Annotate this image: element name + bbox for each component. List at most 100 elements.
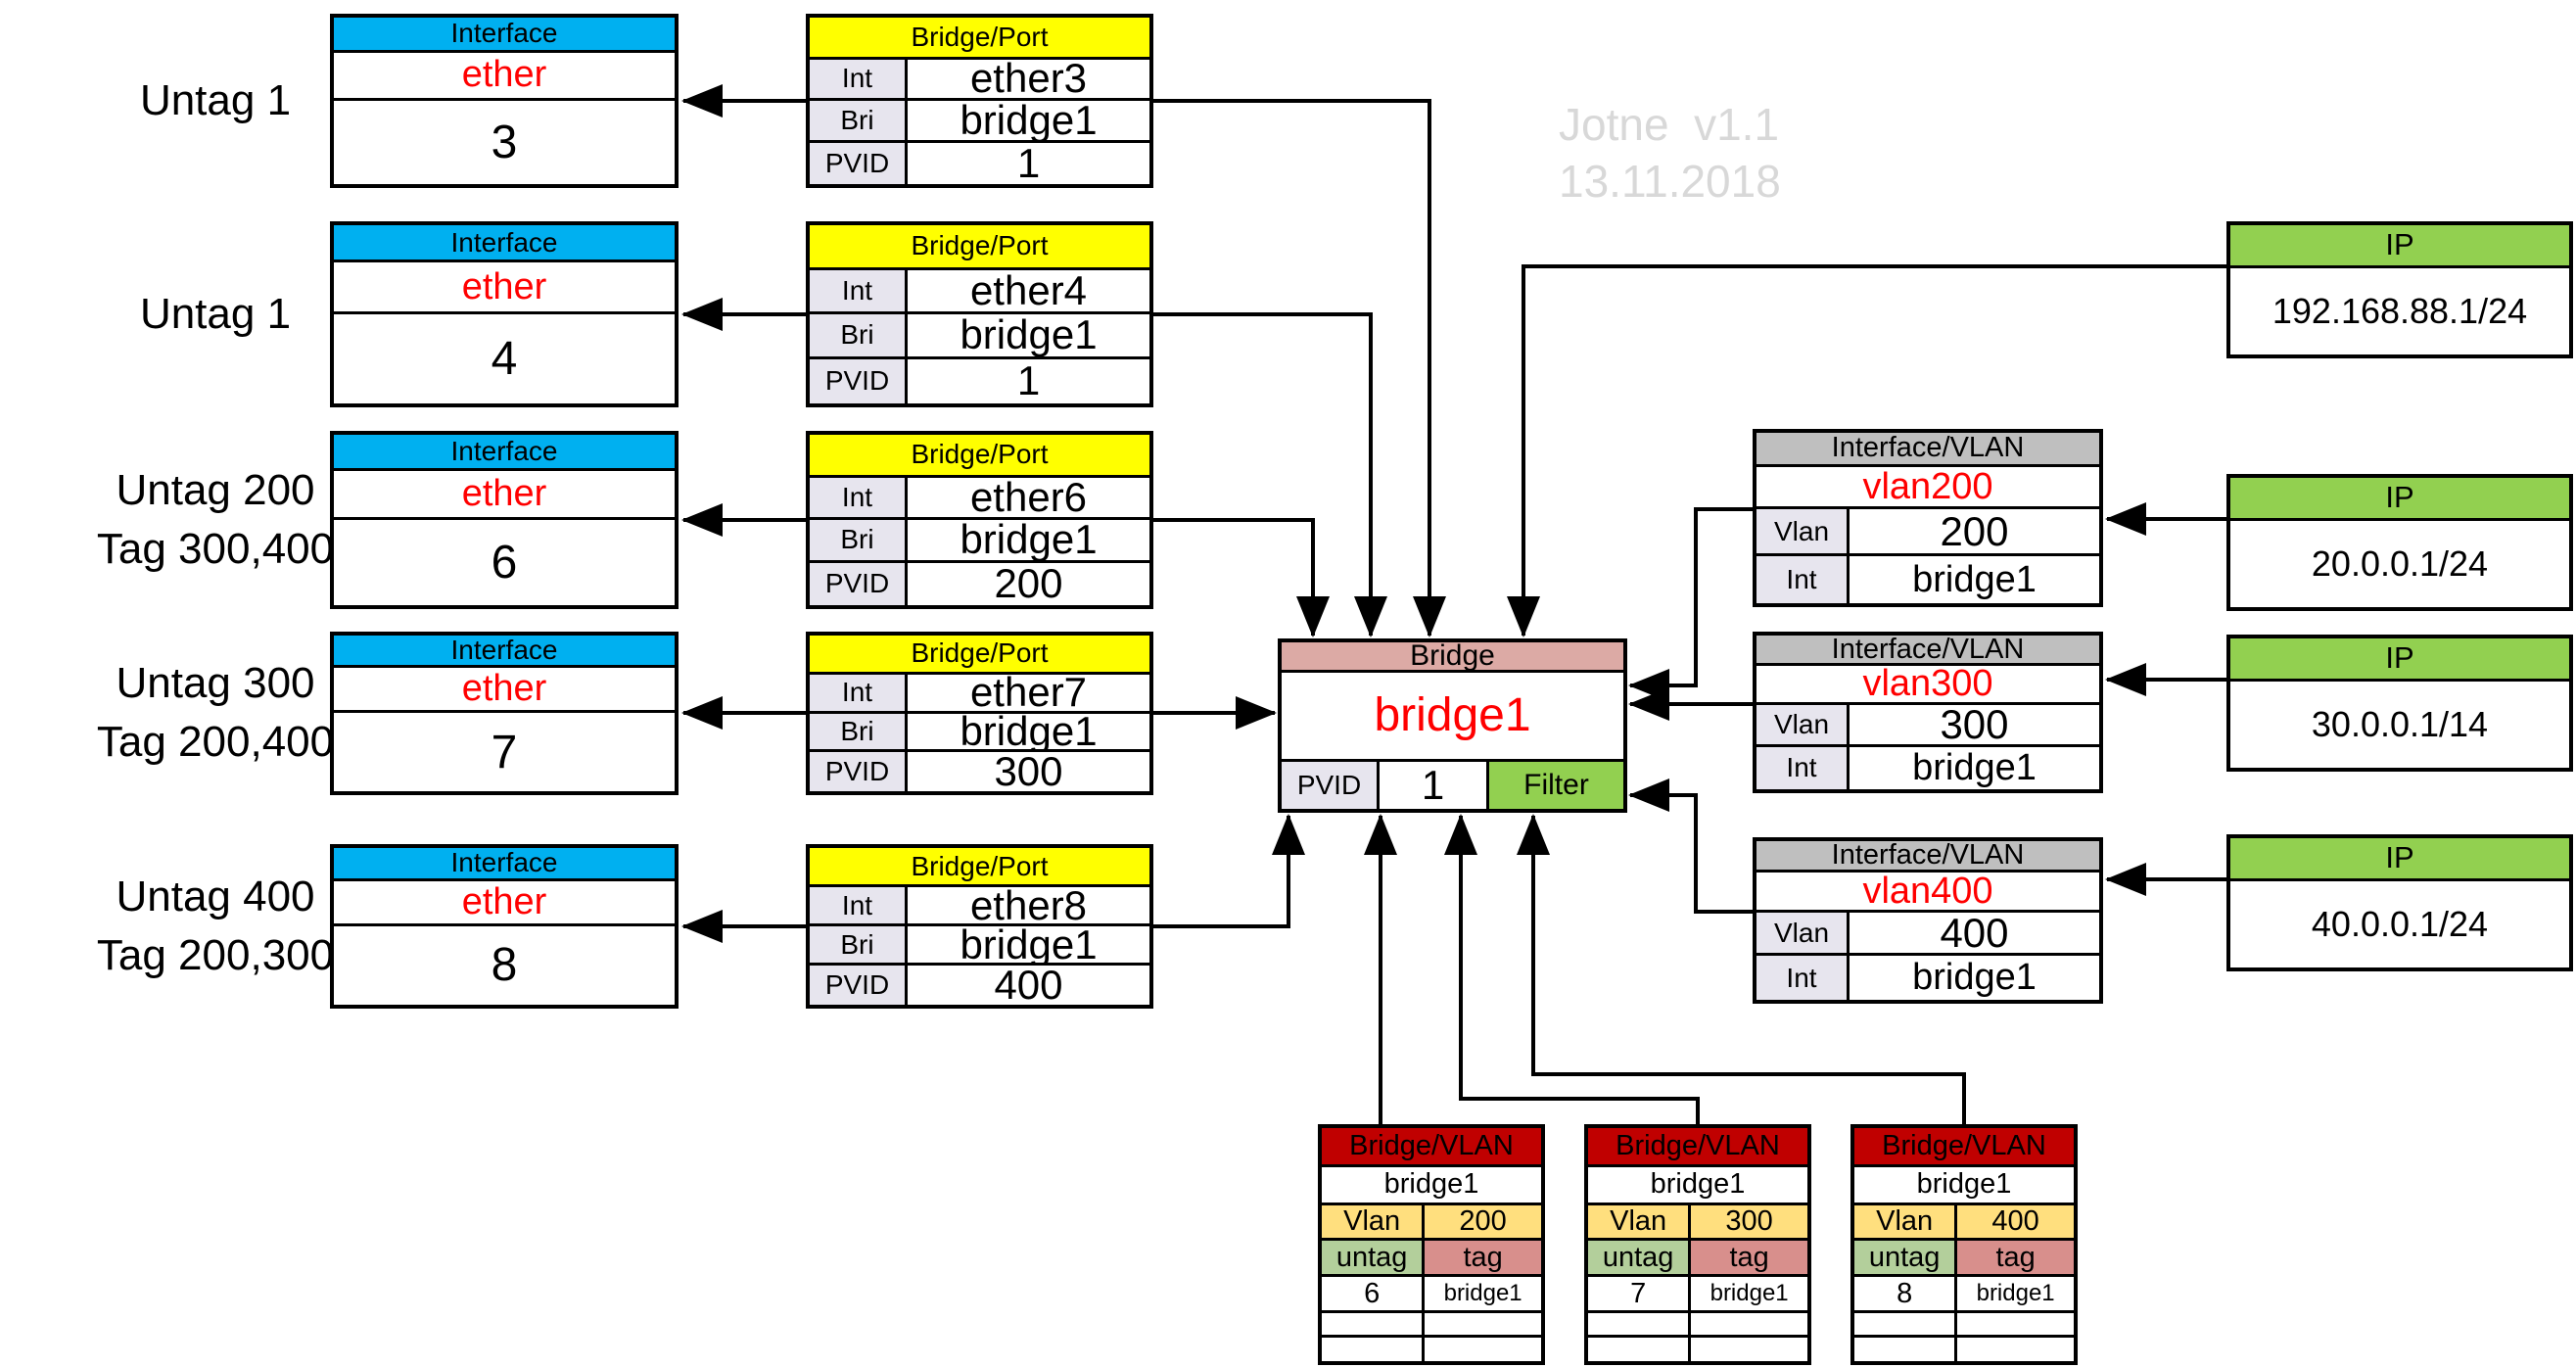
watermark-line1: Jotne v1.1 bbox=[1559, 99, 1780, 150]
vlan-int-label: Int bbox=[1756, 956, 1850, 1000]
interface-table-ether7: Interface ether 7 bbox=[330, 632, 679, 795]
bp-bri-label: Bri bbox=[810, 101, 908, 143]
ip-table-30-0-0-1: IP 30.0.0.1/14 bbox=[2226, 635, 2573, 772]
bp-pvid-value: 300 bbox=[994, 752, 1063, 791]
row-label-line: Tag 200,300 bbox=[96, 931, 335, 979]
bridge-name: bridge1 bbox=[1282, 673, 1623, 762]
bridge-vlan-bridge: bridge1 bbox=[1588, 1167, 1807, 1205]
interface-vlan-table-vlan200: Interface/VLAN vlan200 Vlan 200 Int brid… bbox=[1753, 429, 2103, 607]
bridge-table: Bridge bridge1 PVID 1 Filter bbox=[1278, 638, 1627, 813]
bv-untag-label: untag bbox=[1588, 1241, 1692, 1278]
bv-empty-cell bbox=[1854, 1313, 1958, 1338]
bv-untag-value: 8 bbox=[1854, 1277, 1958, 1314]
ip-address: 20.0.0.1/24 bbox=[2311, 542, 2489, 584]
ip-header: IP bbox=[2230, 478, 2569, 521]
connector-ether4-to-bridge-top bbox=[1153, 312, 1387, 637]
connector-ip1-to-bridge-top bbox=[1507, 264, 2226, 637]
vlan-int-label: Int bbox=[1756, 746, 1850, 789]
bv-empty-cell bbox=[1588, 1337, 1692, 1361]
interface-vlan-table-vlan300: Interface/VLAN vlan300 Vlan 300 Int brid… bbox=[1753, 632, 2103, 793]
bv-empty-cell bbox=[1691, 1313, 1807, 1338]
interface-number: 3 bbox=[491, 116, 518, 168]
row-label-ether6: Untag 200 Tag 300,400 bbox=[29, 461, 401, 579]
bridge-port-header: Bridge/Port bbox=[810, 848, 1149, 887]
bp-int-value: ether4 bbox=[908, 270, 1149, 314]
bp-bri-value: bridge1 bbox=[908, 520, 1149, 563]
vlan-name: vlan200 bbox=[1756, 467, 2099, 510]
bridge-vlan-table-300: Bridge/VLAN bridge1 Vlan 300 untag tag 7… bbox=[1584, 1124, 1811, 1365]
bp-bri-value: bridge1 bbox=[908, 101, 1149, 143]
bridge-pvid-value: 1 bbox=[1380, 761, 1489, 809]
interface-vlan-header: Interface/VLAN bbox=[1756, 636, 2099, 667]
interface-type: ether bbox=[334, 668, 675, 714]
bp-int-label: Int bbox=[810, 887, 908, 926]
bridge-filter-cell: Filter bbox=[1489, 761, 1623, 809]
interface-table-ether3: Interface ether 3 bbox=[330, 14, 679, 188]
bridge-port-header: Bridge/Port bbox=[810, 636, 1149, 675]
connector-table300-to-bridge-bottom bbox=[1444, 814, 1700, 1124]
bv-tag-label: tag bbox=[1691, 1241, 1807, 1278]
bv-empty-cell bbox=[1425, 1338, 1541, 1361]
bp-bri-value: bridge1 bbox=[908, 314, 1149, 359]
interface-vlan-table-vlan400: Interface/VLAN vlan400 Vlan 400 Int brid… bbox=[1753, 837, 2103, 1004]
bv-tag-value: bridge1 bbox=[1691, 1277, 1807, 1314]
bv-tag-value: bridge1 bbox=[1957, 1277, 2074, 1314]
bridge-header: Bridge bbox=[1282, 642, 1623, 673]
row-label-ether7: Untag 300 Tag 200,400 bbox=[29, 654, 401, 772]
bp-pvid-label: PVID bbox=[810, 752, 908, 791]
bv-empty-cell bbox=[1425, 1313, 1541, 1338]
bv-empty-cell bbox=[1854, 1337, 1958, 1361]
connector-ether3-to-bridge-top bbox=[1153, 99, 1446, 637]
ip-table-192-168-88-1: IP 192.168.88.1/24 bbox=[2226, 221, 2573, 358]
bv-untag-value: 6 bbox=[1322, 1277, 1426, 1314]
interface-table-ether6: Interface ether 6 bbox=[330, 431, 679, 609]
bv-empty-cell bbox=[1322, 1313, 1426, 1338]
interface-header: Interface bbox=[334, 18, 675, 53]
bp-bri-label: Bri bbox=[810, 314, 908, 359]
bridge-vlan-header: Bridge/VLAN bbox=[1588, 1128, 1807, 1168]
bridge-vlan-bridge: bridge1 bbox=[1854, 1167, 2074, 1205]
vlan-name: vlan300 bbox=[1756, 666, 2099, 705]
bp-int-value: ether6 bbox=[908, 478, 1149, 520]
interface-number: 4 bbox=[491, 332, 518, 385]
bp-pvid-label: PVID bbox=[810, 358, 908, 403]
bp-pvid-label: PVID bbox=[810, 142, 908, 184]
bv-vlan-value: 200 bbox=[1425, 1204, 1541, 1242]
bv-vlan-label: Vlan bbox=[1588, 1204, 1692, 1242]
bp-int-value: ether8 bbox=[908, 887, 1149, 926]
bridge-bottom-row: PVID 1 Filter bbox=[1282, 761, 1623, 809]
bridge-port-header: Bridge/Port bbox=[810, 18, 1149, 60]
vlan-int-value: bridge1 bbox=[1912, 746, 2037, 788]
bridge-port-table-ether3: Bridge/Port Int ether3 Bri bridge1 PVID … bbox=[806, 14, 1153, 188]
vlan-id-label: Vlan bbox=[1756, 509, 1850, 557]
row-label-line: Tag 200,400 bbox=[96, 718, 335, 766]
ip-header: IP bbox=[2230, 838, 2569, 881]
bridge-vlan-table-200: Bridge/VLAN bridge1 Vlan 200 untag tag 6… bbox=[1318, 1124, 1545, 1365]
bp-int-label: Int bbox=[810, 477, 908, 520]
vlan-id-label: Vlan bbox=[1756, 912, 1850, 957]
ip-header: IP bbox=[2230, 638, 2569, 682]
row-label-line: Untag 200 bbox=[116, 466, 315, 514]
ip-address: 30.0.0.1/14 bbox=[2311, 703, 2489, 744]
watermark-line2: 13.11.2018 bbox=[1559, 156, 1781, 207]
ip-address: 40.0.0.1/24 bbox=[2311, 903, 2489, 944]
bv-empty-cell bbox=[1957, 1313, 2074, 1338]
bv-vlan-label: Vlan bbox=[1854, 1204, 1958, 1242]
row-label-ether3: Untag 1 bbox=[29, 71, 401, 130]
interface-type: ether bbox=[334, 53, 675, 101]
bridge-port-table-ether4: Bridge/Port Int ether4 Bri bridge1 PVID … bbox=[806, 221, 1153, 407]
vlan-int-value: bridge1 bbox=[1912, 957, 2037, 999]
interface-header: Interface bbox=[334, 636, 675, 669]
bridge-port-table-ether6: Bridge/Port Int ether6 Bri bridge1 PVID … bbox=[806, 431, 1153, 609]
bridge-pvid-label: PVID bbox=[1282, 761, 1380, 809]
bp-pvid-value: 1 bbox=[1016, 358, 1041, 404]
row-label-line: Untag 400 bbox=[116, 873, 315, 920]
vlan-name: vlan400 bbox=[1756, 873, 2099, 913]
bp-bri-value: bridge1 bbox=[908, 926, 1149, 966]
connector-ether8-to-bridge-bottom bbox=[1153, 814, 1305, 928]
vlan-int-value: bridge1 bbox=[1912, 558, 2037, 600]
interface-number: 7 bbox=[491, 726, 518, 778]
bv-empty-cell bbox=[1957, 1338, 2074, 1361]
bp-bri-value: bridge1 bbox=[908, 714, 1149, 753]
